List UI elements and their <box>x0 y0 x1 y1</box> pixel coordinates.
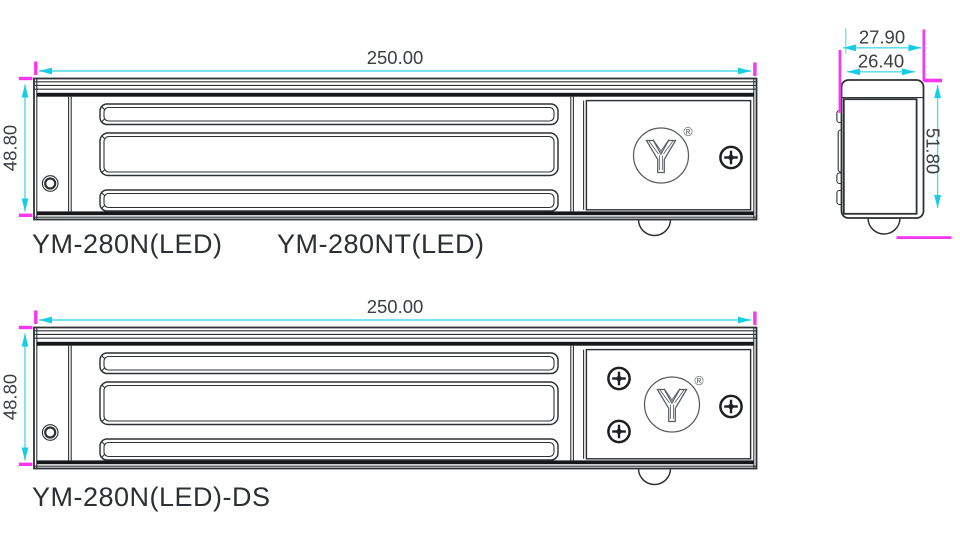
front-view-top: 250.00 48.80 YM-280N(LED) YM-280NT(LED) <box>0 47 758 259</box>
model-label-ym280nt-led: YM-280NT(LED) <box>277 229 485 259</box>
dim-value-side-face-width: 26.40 <box>858 51 904 72</box>
dimension-height-bottom: 48.80 <box>0 325 33 466</box>
maglock-body <box>32 326 758 486</box>
dimension-side-height: 51.80 <box>896 78 952 239</box>
dim-value-height-bottom: 48.80 <box>0 374 21 420</box>
dimension-height-top: 48.80 <box>0 76 33 217</box>
dimension-width-top: 250.00 <box>34 47 757 76</box>
model-label-ym280n-led: YM-280N(LED) <box>32 229 223 259</box>
front-view-bottom: 250.00 48.80 YM-280N(LED)-DS <box>0 296 758 512</box>
dimension-width-bottom: 250.00 <box>34 296 757 325</box>
dim-value-width-top: 250.00 <box>367 47 424 68</box>
model-label-ym280n-led-ds: YM-280N(LED)-DS <box>32 482 271 512</box>
side-view: 27.90 26.40 51.80 <box>836 27 952 239</box>
cable-grommet-icon <box>867 217 901 235</box>
side-housing <box>840 79 925 219</box>
side-face-plate <box>842 98 918 215</box>
dim-value-side-outer-width: 27.90 <box>859 27 905 48</box>
dim-value-width-bottom: 250.00 <box>367 296 424 317</box>
dim-value-height-top: 48.80 <box>0 125 21 171</box>
dimension-side-outer-width: 27.90 <box>838 27 926 113</box>
dim-value-side-height: 51.80 <box>923 128 944 174</box>
dimension-side-face-width: 26.40 <box>845 28 915 76</box>
